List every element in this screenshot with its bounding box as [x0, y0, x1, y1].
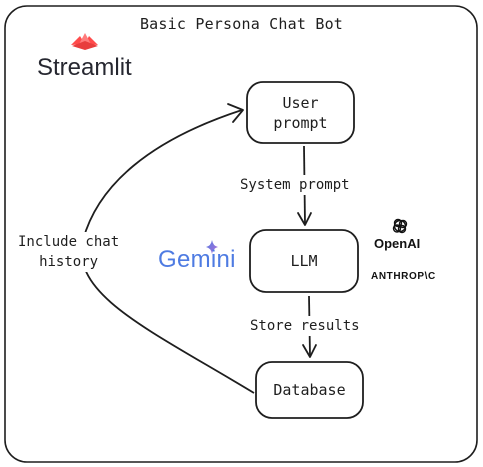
store-results-arrowhead: [302, 344, 317, 358]
llm-label: LLM: [290, 252, 318, 270]
user-prompt-label: User prompt: [273, 93, 328, 132]
streamlit-logo-icon: [71, 33, 98, 50]
user-prompt-box: [246, 81, 355, 144]
llm-box: [249, 229, 359, 293]
store-results-label: Store results: [248, 316, 362, 336]
streamlit-logo-text: Streamlit: [37, 54, 132, 81]
outer-frame: [4, 5, 478, 463]
diagram-title: Basic Persona Chat Bot: [139, 15, 344, 33]
anthropic-logo-text: ANTHROP\C: [371, 271, 436, 282]
system-prompt-arrowhead: [297, 212, 312, 226]
openai-logo-text: OpenAI: [374, 236, 421, 251]
database-label: Database: [273, 381, 346, 399]
gemini-sparkle-icon: [206, 240, 218, 254]
include-history-arrowhead: [227, 103, 244, 123]
openai-logo-icon: [392, 218, 408, 234]
include-history-label: Include chat history: [16, 232, 122, 272]
system-prompt-label: System prompt: [238, 175, 352, 195]
gemini-logo-text: Gemini: [158, 246, 236, 273]
database-box: [255, 361, 364, 419]
